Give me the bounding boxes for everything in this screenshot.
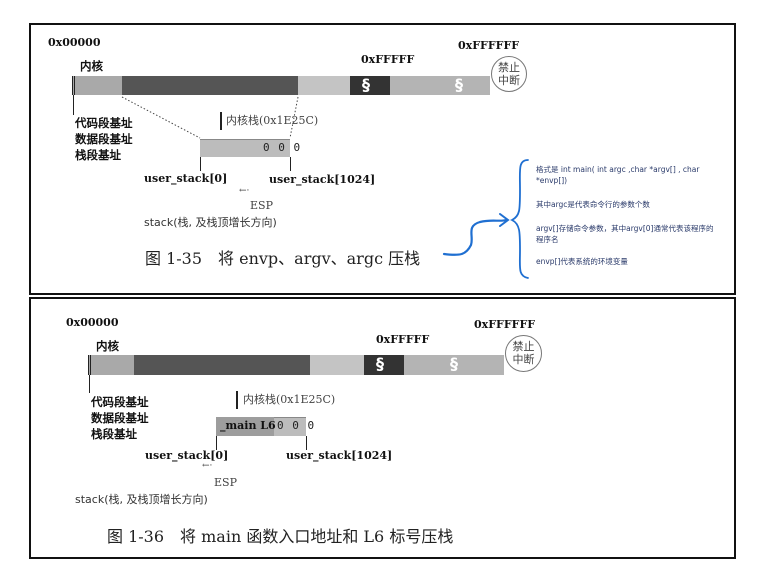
break-mark-icon: § (450, 354, 458, 373)
stack-bottom-tick (200, 157, 201, 171)
esp-arrow-icon: ←· (202, 461, 213, 471)
kernel-segment (72, 76, 122, 95)
stack-bottom-tick (216, 436, 217, 450)
kernel-label: 内核 (80, 59, 103, 73)
kernel-stack-tick (220, 112, 222, 130)
stack-direction-note: stack(栈, 及栈顶增长方向) (75, 493, 208, 506)
free-memory-segment (298, 76, 350, 95)
user-stack-1024-label: user_stack[1024] (269, 173, 376, 186)
kernel-segment (88, 355, 134, 375)
interrupt-disabled-badge: 禁止 中断 (491, 56, 527, 92)
user-stack-1024-label: user_stack[1024] (286, 449, 393, 462)
figure-1-36-panel (29, 297, 736, 559)
user-stack-0-label: user_stack[0] (145, 449, 229, 462)
address-64k-label: 0xFFFFF (376, 333, 430, 346)
user-stack-block (200, 139, 290, 157)
address-start-label: 0x00000 (48, 36, 101, 49)
annotation-line-3: argv[]存储命令参数，其中argv[0]通常代表该程序的程序名 (536, 224, 714, 244)
figure-1-36-caption: 图 1-36 将 main 函数入口地址和 L6 标号压栈 (107, 527, 454, 546)
data-segment-base-label: 数据段基址 (91, 411, 149, 425)
stop-line-1: 禁止 (512, 340, 535, 353)
stack-segment-base-label: 栈段基址 (75, 148, 121, 162)
annotation-line-2: 其中argc是代表命令行的参数个数 (536, 200, 650, 209)
stack-entry-main-l6 (216, 417, 274, 436)
code-segment-base-label: 代码段基址 (91, 395, 149, 409)
stack-cells: 0 0 0 (263, 141, 302, 154)
esp-label: ESP (250, 199, 273, 212)
stop-line-2: 中断 (498, 74, 520, 87)
kernel-stack-tick (236, 391, 238, 409)
stop-line-2: 中断 (512, 353, 535, 366)
kernel-label: 内核 (96, 339, 119, 353)
stack-top-tick (306, 436, 307, 450)
low-64k-boundary-block (364, 355, 404, 375)
address-64k-label: 0xFFFFF (361, 53, 415, 66)
kernel-stack-label: 内核栈(0x1E25C) (226, 114, 319, 127)
user-code-segment (134, 355, 310, 375)
low-64k-boundary-block (350, 76, 390, 95)
figure-1-35-panel (29, 23, 736, 295)
break-mark-icon: § (455, 75, 463, 94)
stack-entry-main-label: _main L6 (220, 419, 276, 432)
user-code-segment (122, 76, 298, 95)
stack-top-tick (290, 157, 291, 171)
stack-cells: 0 0 0 (277, 419, 316, 432)
annotation-line-1: 格式是 int main( int argc ,char *argv[] , c… (536, 165, 700, 185)
extended-memory-segment (390, 76, 490, 95)
esp-arrow-icon: ←· (239, 186, 250, 196)
data-segment-base-label: 数据段基址 (75, 132, 133, 146)
stack-direction-note: stack(栈, 及栈顶增长方向) (144, 216, 277, 229)
figure-1-35-caption: 图 1-35 将 envp、argv、argc 压栈 (145, 249, 421, 268)
address-end-label: 0xFFFFFF (474, 318, 536, 331)
break-mark-icon: § (376, 354, 384, 373)
base-tick (73, 95, 74, 115)
esp-label: ESP (214, 476, 237, 489)
extended-memory-segment (404, 355, 504, 375)
user-stack-0-label: user_stack[0] (144, 172, 228, 185)
segment-base-labels: 代码段基址 数据段基址 栈段基址 (91, 394, 149, 442)
free-memory-segment (310, 355, 364, 375)
interrupt-disabled-badge: 禁止 中断 (505, 335, 542, 372)
annotation-line-4: envp[]代表系统的环境变量 (536, 257, 628, 266)
segment-base-labels: 代码段基址 数据段基址 栈段基址 (75, 115, 133, 163)
stack-segment-base-label: 栈段基址 (91, 427, 137, 441)
break-mark-icon: § (362, 75, 370, 94)
stop-line-1: 禁止 (498, 61, 520, 74)
code-segment-base-label: 代码段基址 (75, 116, 133, 130)
address-end-label: 0xFFFFFF (458, 39, 520, 52)
address-start-label: 0x00000 (66, 316, 119, 329)
kernel-stack-label: 内核栈(0x1E25C) (243, 393, 336, 406)
base-tick (89, 375, 90, 393)
